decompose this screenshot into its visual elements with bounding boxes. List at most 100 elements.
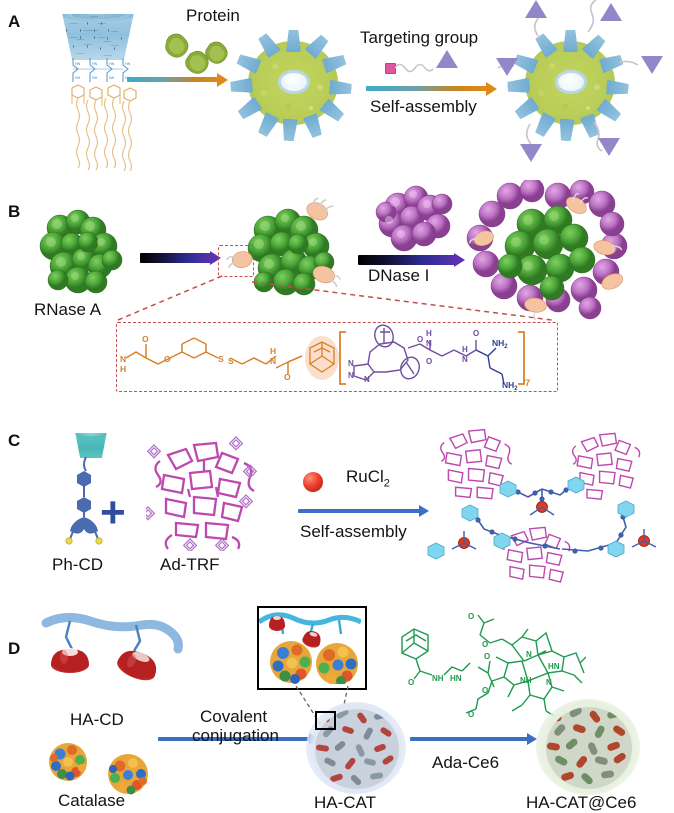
label-protein-a: Protein — [186, 6, 240, 25]
label-rnase-a: RNase A — [34, 300, 102, 319]
svg-text:NH2: NH2 — [492, 338, 508, 350]
label-dnase-i: DNase I — [368, 266, 430, 285]
svg-text:O: O — [426, 357, 432, 366]
vesicle-lumen — [278, 70, 310, 94]
svg-text:O: O — [482, 640, 488, 649]
svg-text:N: N — [546, 678, 552, 687]
svg-text:NH: NH — [520, 676, 532, 685]
svg-text:N: N — [120, 354, 126, 364]
targeting-anchor-square — [385, 63, 396, 74]
svg-text:NH: NH — [75, 76, 81, 80]
svg-text:HN: HN — [450, 674, 462, 683]
svg-text:S: S — [228, 356, 234, 366]
targeting-triangle-5 — [520, 144, 542, 162]
vesicle-cd-petals — [234, 30, 352, 138]
targeting-triangle-1 — [525, 0, 547, 18]
ha-cd-conjugate — [41, 613, 183, 681]
dnase-i-protein — [375, 185, 453, 252]
arrow-covalent-conjugation — [158, 737, 310, 741]
rnase-dnase-coassembly — [466, 180, 628, 320]
ph-cd-linker — [65, 456, 103, 545]
svg-text:NH: NH — [432, 674, 444, 683]
free-protein-units — [165, 33, 228, 74]
svg-text:HN: HN — [125, 62, 131, 66]
inset-leader-lines — [117, 275, 553, 321]
repeat-subscript: 7 — [525, 378, 530, 388]
label-self-assembly-c: Self-assembly — [300, 522, 407, 541]
teal-cyclodextrin-rim — [75, 433, 107, 438]
svg-text:N: N — [426, 339, 432, 348]
surface-targeting-linkers — [497, 0, 639, 155]
svg-text:N: N — [348, 371, 354, 380]
svg-text:NH: NH — [92, 76, 98, 80]
targeted-vesicle-lumen — [555, 70, 587, 94]
ph-cd-structure — [60, 427, 120, 547]
svg-text:NH2: NH2 — [502, 380, 518, 390]
cd-sugar-network — [60, 14, 136, 60]
targeting-triangle-2 — [600, 3, 622, 21]
arrow-ada-ce6 — [410, 737, 528, 741]
svg-text:O: O — [482, 686, 488, 695]
targeted-protein-vesicle — [510, 28, 630, 140]
panel-letter-d: D — [8, 639, 21, 658]
panel-d: D HA-CD — [0, 595, 674, 812]
label-rucl2: RuCl2 — [346, 467, 390, 489]
label-ha-cat-ce6: HA-CAT@Ce6 — [526, 793, 637, 812]
svg-text:N: N — [348, 359, 354, 368]
svg-text:O: O — [142, 334, 149, 344]
ha-cat-inset-marker — [315, 711, 336, 730]
svg-text:N: N — [270, 356, 276, 366]
plus-sign-c: + — [100, 488, 126, 537]
hydrophobic-tails — [71, 84, 137, 172]
cyclodextrin-cavity — [72, 14, 124, 19]
label-rucl2-text: RuCl — [346, 467, 384, 486]
targeting-triangle-4 — [641, 56, 663, 74]
ha-cat-nanoparticle — [315, 709, 399, 789]
svg-text:O: O — [468, 710, 474, 719]
panel-letter-b: B — [8, 202, 21, 221]
svg-text:O: O — [473, 329, 479, 338]
targeting-triangle-6 — [598, 138, 620, 156]
label-catalase: Catalase — [58, 791, 126, 810]
teal-cyclodextrin-cone — [75, 433, 107, 458]
svg-text:O: O — [284, 372, 291, 382]
label-ad-trf: Ad-TRF — [160, 555, 220, 574]
label-ada-ce6: Ada-Ce6 — [432, 753, 500, 772]
svg-text:NH: NH — [109, 76, 115, 80]
panel-c: C Ph-CD + — [0, 415, 674, 595]
ada-ce6-structure: O O NH HN O O N HN NH N O O — [401, 613, 586, 719]
svg-text:H: H — [270, 346, 276, 356]
svg-text:S: S — [218, 354, 224, 364]
label-self-assembly-a: Self-assembly — [370, 97, 477, 116]
svg-text:N: N — [526, 650, 532, 659]
trf-ru-framework — [427, 428, 657, 583]
svg-text:H: H — [426, 329, 432, 338]
protein-vesicle — [234, 30, 352, 138]
label-targeting-group: Targeting group — [360, 28, 479, 47]
arrow-dnase-b — [358, 255, 456, 265]
targeting-triangle-legend — [436, 50, 458, 68]
label-ph-cd: Ph-CD — [52, 555, 104, 574]
label-ha-cat: HA-CAT — [314, 793, 377, 812]
linker-zoom-selection — [218, 245, 254, 277]
rnase-a-protein — [39, 209, 123, 294]
label-rucl2-subscript: 2 — [383, 477, 390, 490]
targeting-triangle-3 — [496, 58, 518, 76]
catalase-units — [49, 743, 148, 795]
svg-text:O: O — [164, 354, 171, 364]
svg-text:HN: HN — [109, 62, 115, 66]
ru-catalyst-sphere — [303, 472, 323, 492]
inset-content — [259, 612, 363, 686]
panel-letter-a: A — [8, 12, 21, 31]
panel-letter-c: C — [8, 431, 21, 450]
targeted-vesicle-cd-petals — [510, 28, 630, 140]
svg-text:H: H — [462, 345, 468, 354]
rnase-surface-linkers — [226, 197, 341, 288]
arrow-modification-b — [140, 253, 212, 263]
ha-cat-ce6-nanoparticle — [546, 707, 632, 789]
